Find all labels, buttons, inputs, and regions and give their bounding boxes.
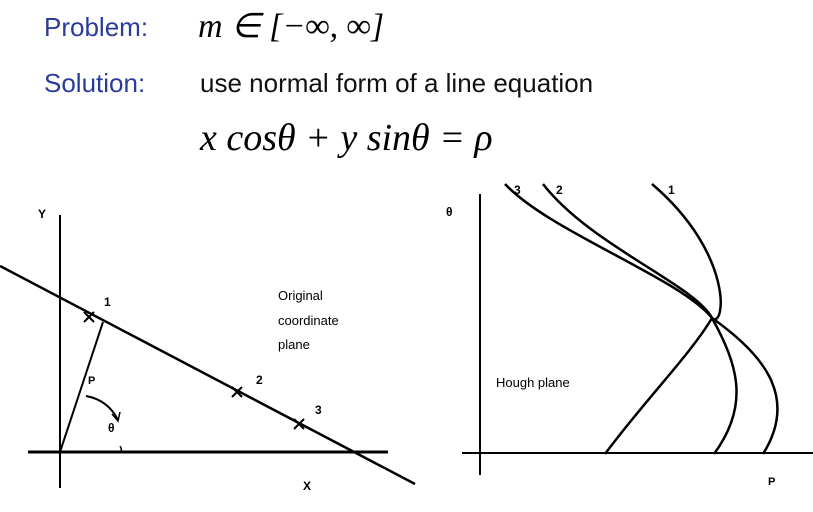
curve-3-label: 3 bbox=[514, 183, 521, 197]
rho-segment bbox=[59, 321, 104, 453]
theta-label: θ bbox=[108, 421, 115, 435]
rho-label: P bbox=[88, 375, 95, 387]
point-3-label: 3 bbox=[315, 403, 322, 417]
original-plane-diagram: Y X P θ 1 2 3 Original coordinate plane bbox=[0, 207, 416, 493]
original-plane-label-line-2: coordinate bbox=[278, 313, 339, 328]
point-3-marker bbox=[293, 418, 305, 430]
point-1-marker bbox=[83, 311, 95, 323]
curve-1 bbox=[603, 183, 722, 455]
theta-arc bbox=[85, 395, 119, 421]
detected-line bbox=[0, 264, 416, 486]
curve-1-label: 1 bbox=[668, 183, 675, 197]
normal-form-equation: x cosθ + y sinθ = ρ bbox=[200, 117, 493, 159]
theta-arrowhead bbox=[111, 411, 121, 423]
curve-2 bbox=[542, 183, 738, 455]
original-plane-label-line-1: Original bbox=[278, 288, 323, 303]
problem-label: Problem: bbox=[44, 12, 149, 42]
solution-text: use normal form of a line equation bbox=[200, 68, 594, 98]
rho-axis-label: P bbox=[768, 476, 775, 488]
hough-plane-diagram: θ P 3 2 1 Hough plane bbox=[446, 183, 813, 488]
right-angle-tick bbox=[119, 445, 123, 453]
point-2-marker bbox=[231, 386, 243, 398]
curve-3 bbox=[504, 183, 779, 455]
y-axis-label: Y bbox=[38, 207, 46, 221]
curve-2-label: 2 bbox=[556, 183, 563, 197]
point-1-label: 1 bbox=[104, 295, 111, 309]
theta-axis-label: θ bbox=[446, 205, 453, 219]
solution-label: Solution: bbox=[44, 68, 146, 98]
problem-math: m ∈ [−∞, ∞] bbox=[198, 8, 385, 45]
hough-plane-label: Hough plane bbox=[496, 375, 570, 390]
point-2-label: 2 bbox=[256, 373, 263, 387]
original-plane-label-line-3: plane bbox=[278, 337, 310, 352]
x-axis-label: X bbox=[303, 479, 311, 493]
